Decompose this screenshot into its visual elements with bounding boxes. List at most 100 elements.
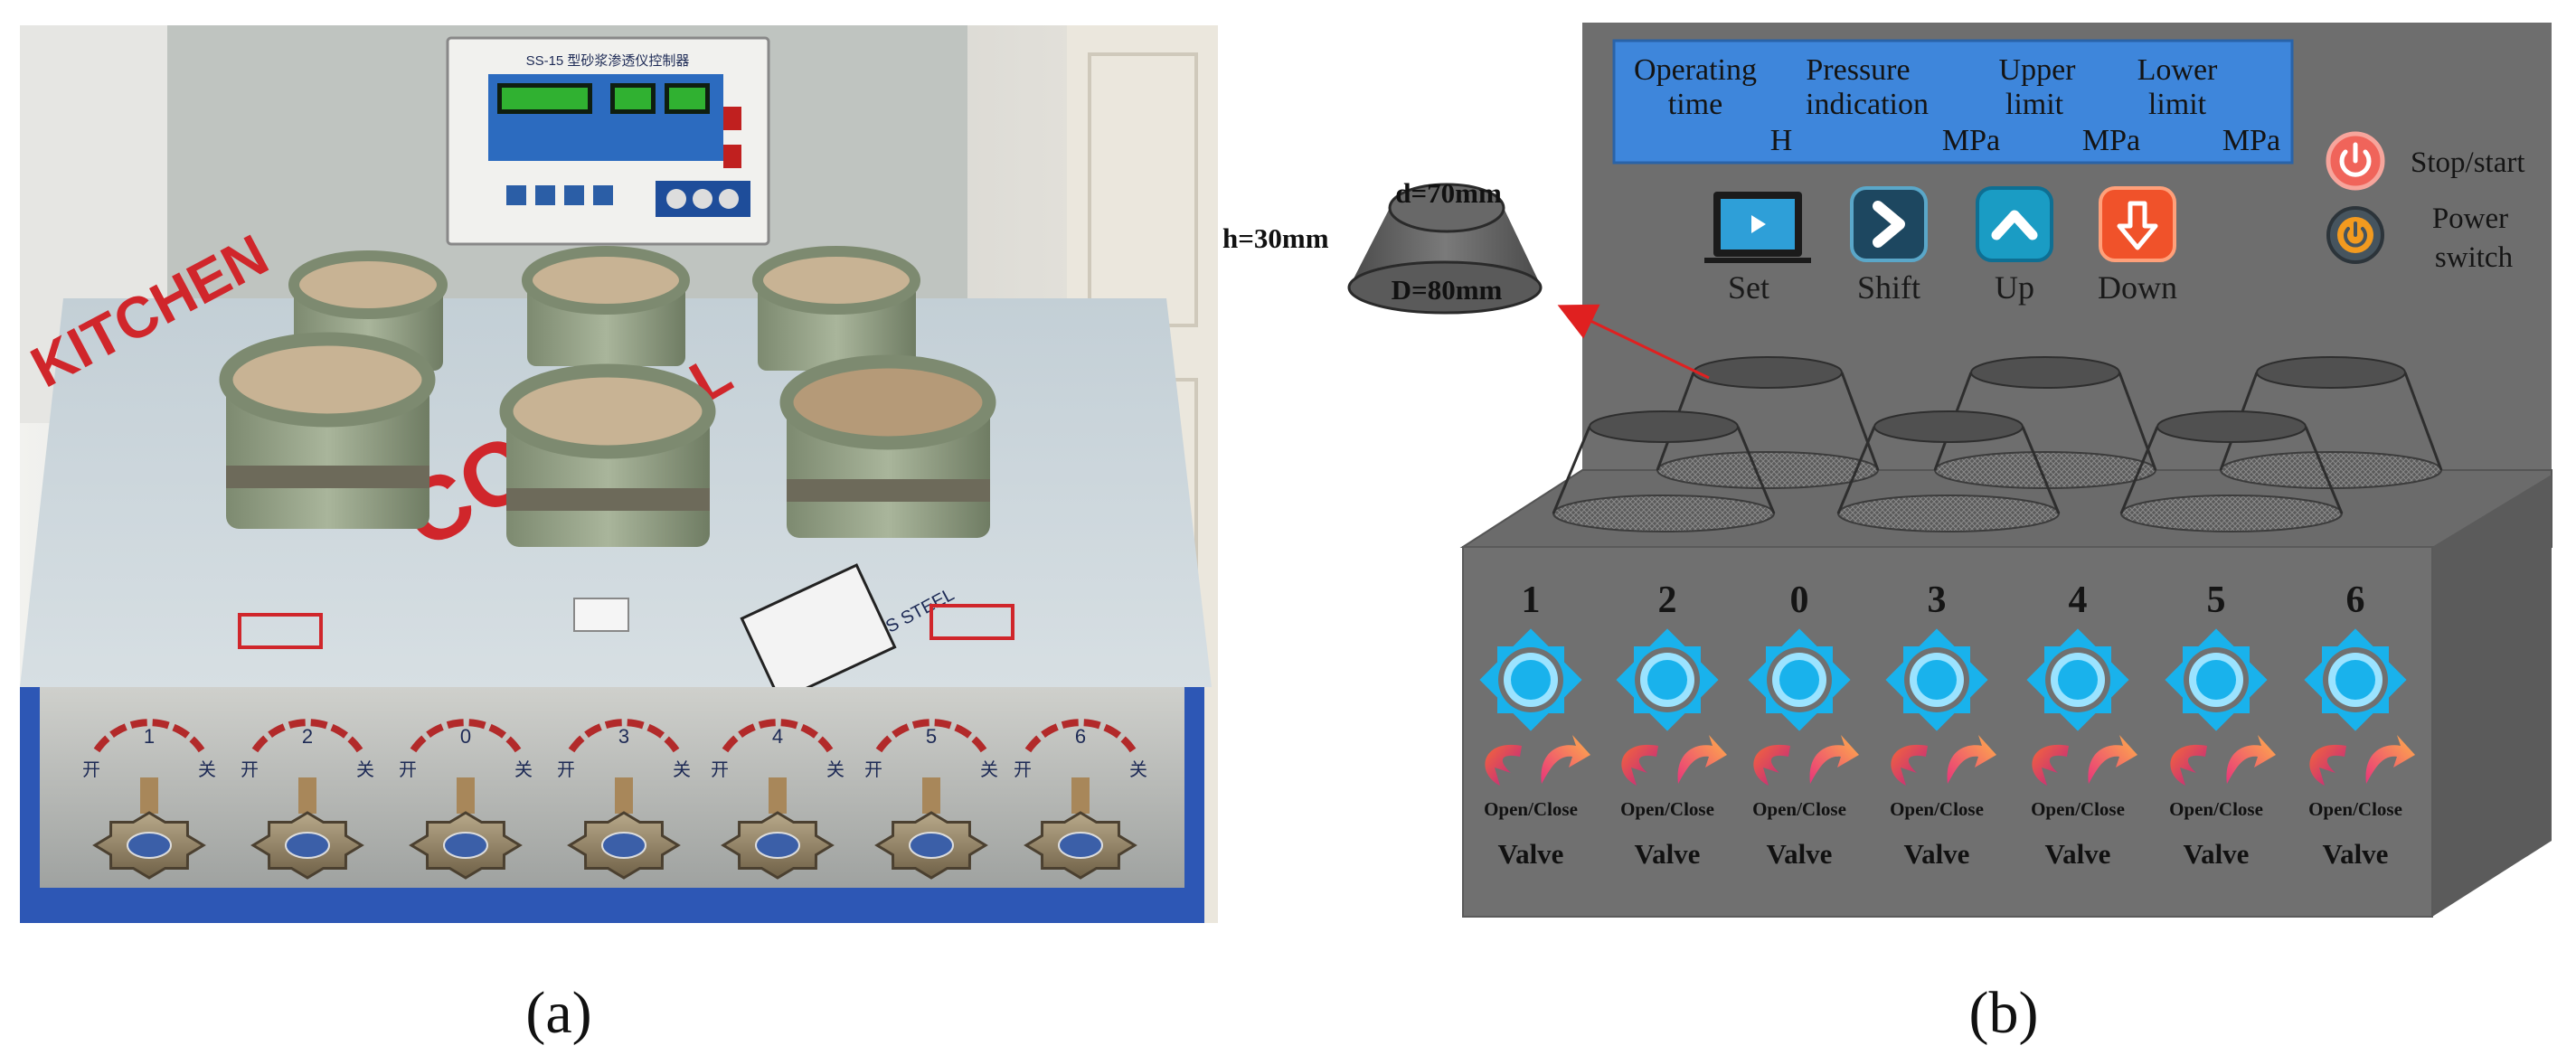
up-button[interactable]: Up (1976, 186, 2053, 306)
valve-label: Valve (2045, 838, 2111, 870)
diagram-side-face (2432, 475, 2552, 917)
photo-dial-open-label: 开 (241, 760, 259, 780)
valve-gear-icon[interactable] (2026, 628, 2129, 731)
diagram-panel: Operating time H Pressure indication MPa… (525, 23, 2552, 1046)
photo-dial-number: 3 (618, 725, 629, 748)
lcd-upper-line1: Upper (1999, 53, 2077, 87)
diagram-front-face (1462, 546, 2433, 918)
rotate-left-arrow-icon[interactable] (2032, 744, 2069, 786)
valve-number: 6 (2346, 579, 2365, 621)
down-button[interactable]: Down (2098, 186, 2177, 306)
photo-dial-open-label: 开 (82, 760, 100, 780)
valve-number: 3 (1928, 579, 1947, 621)
specimen-top-diameter: d=70mm (1395, 177, 1502, 209)
rotate-left-arrow-icon[interactable] (1753, 744, 1790, 786)
rotate-right-arrow-icon[interactable] (2365, 735, 2415, 784)
valve-open-close-caption: Open/Close (1620, 798, 1714, 820)
holder-top-disk (1693, 356, 1843, 389)
rotate-left-arrow-icon[interactable] (1891, 744, 1928, 786)
photo-valve-cap (285, 832, 330, 859)
rotate-left-arrow-icon[interactable] (1485, 744, 1522, 786)
power-switch-label-line1: Power (2432, 203, 2508, 235)
specimen-holder-cone (1836, 410, 2061, 532)
valve-label: Valve (1904, 838, 1970, 870)
valve-number: 0 (1790, 579, 1809, 621)
photo-valve: 3开关 (557, 719, 691, 880)
chevron-up-icon (1991, 210, 2038, 240)
specimen-bottom-diameter: D=80mm (1392, 274, 1503, 306)
photo-specimen-molds (219, 246, 996, 547)
shift-button[interactable]: Shift (1850, 186, 1928, 306)
set-button[interactable]: Set (1704, 192, 1811, 306)
photo-valve-stem (457, 777, 475, 814)
photo-blue-frame (20, 888, 1204, 923)
rotate-right-arrow-icon[interactable] (1947, 735, 1996, 784)
photo-valve: 2 开 关 (241, 719, 374, 880)
up-label: Up (1995, 269, 2034, 306)
valve-number: 2 (1658, 579, 1677, 621)
lcd-operating-line2: time (1668, 88, 1722, 121)
photo-dial-open-label: 开 (711, 760, 729, 780)
holder-top-disk (1873, 410, 2024, 443)
photo-warning-sticker (740, 563, 897, 702)
valve-label: Valve (2323, 838, 2389, 870)
shift-label: Shift (1857, 269, 1920, 306)
lcd-upper-line2: limit (2005, 88, 2064, 121)
photo-valve-cap (755, 832, 800, 859)
rotate-left-arrow-icon[interactable] (2309, 744, 2346, 786)
holder-base-mesh (1837, 495, 2060, 532)
stop-start-button[interactable]: Stop/start (2326, 131, 2525, 191)
photo-valve-stem (769, 777, 787, 814)
photo-dial-close-label: 关 (356, 759, 374, 780)
photo-dial-number: 0 (460, 725, 471, 748)
rotate-right-arrow-icon[interactable] (2226, 735, 2276, 784)
rotate-right-arrow-icon[interactable] (1541, 735, 1590, 784)
photo-dial-close-label: 关 (514, 759, 533, 780)
valve-label: Valve (2184, 838, 2250, 870)
rotate-right-arrow-icon[interactable] (1677, 735, 1727, 784)
valve-label: Valve (1635, 838, 1701, 870)
controller-unit: SS-15 型砂浆渗透仪控制器 (446, 36, 770, 246)
photo-mold (752, 246, 920, 371)
photo-mold (522, 246, 690, 366)
stop-start-label: Stop/start (2411, 146, 2525, 179)
valve-gear-icon[interactable] (1616, 628, 1719, 731)
lcd-operating-line1: Operating (1634, 53, 1757, 87)
photo-valve-cap (909, 832, 954, 859)
rotate-right-arrow-icon[interactable] (1809, 735, 1859, 784)
valve-open-close-caption: Open/Close (2308, 798, 2402, 820)
photo-dial-number: 6 (1075, 725, 1086, 748)
photo-dial-number: 2 (302, 725, 313, 748)
photo-valve-cap (1058, 832, 1103, 859)
power-switch-button[interactable]: Power switch (2326, 203, 2514, 274)
valve-number: 4 (2069, 579, 2088, 621)
specimen-height: h=30mm (1222, 222, 1329, 254)
valve-number: 5 (2207, 579, 2226, 621)
down-label: Down (2098, 269, 2177, 306)
valve-gear-icon[interactable] (1885, 628, 1988, 731)
callout-arrow (1557, 304, 1710, 380)
valve-gear-icon[interactable] (2304, 628, 2407, 731)
rotate-left-arrow-icon[interactable] (1621, 744, 1658, 786)
lcd-screen (1612, 39, 2294, 165)
photo-mold (499, 363, 716, 547)
specimen-callout: d=70mm D=80mm h=30mm (1222, 177, 1710, 380)
lcd-lower-line2: limit (2148, 88, 2207, 121)
valve-gear-icon[interactable] (1748, 628, 1851, 731)
valve-gear-icon[interactable] (2165, 628, 2268, 731)
holder-base-mesh (2120, 495, 2343, 532)
lcd-pressure-unit: MPa (1942, 124, 2000, 157)
photo-dial-number: 5 (926, 725, 937, 748)
rotate-left-arrow-icon[interactable] (2170, 744, 2207, 786)
specimen-holder-cone (1933, 356, 2157, 489)
valve-gear-icon[interactable] (1479, 628, 1582, 731)
valve-label: Valve (1498, 838, 1564, 870)
rotate-right-arrow-icon[interactable] (2088, 735, 2137, 784)
lcd-upper-unit: MPa (2082, 124, 2140, 157)
